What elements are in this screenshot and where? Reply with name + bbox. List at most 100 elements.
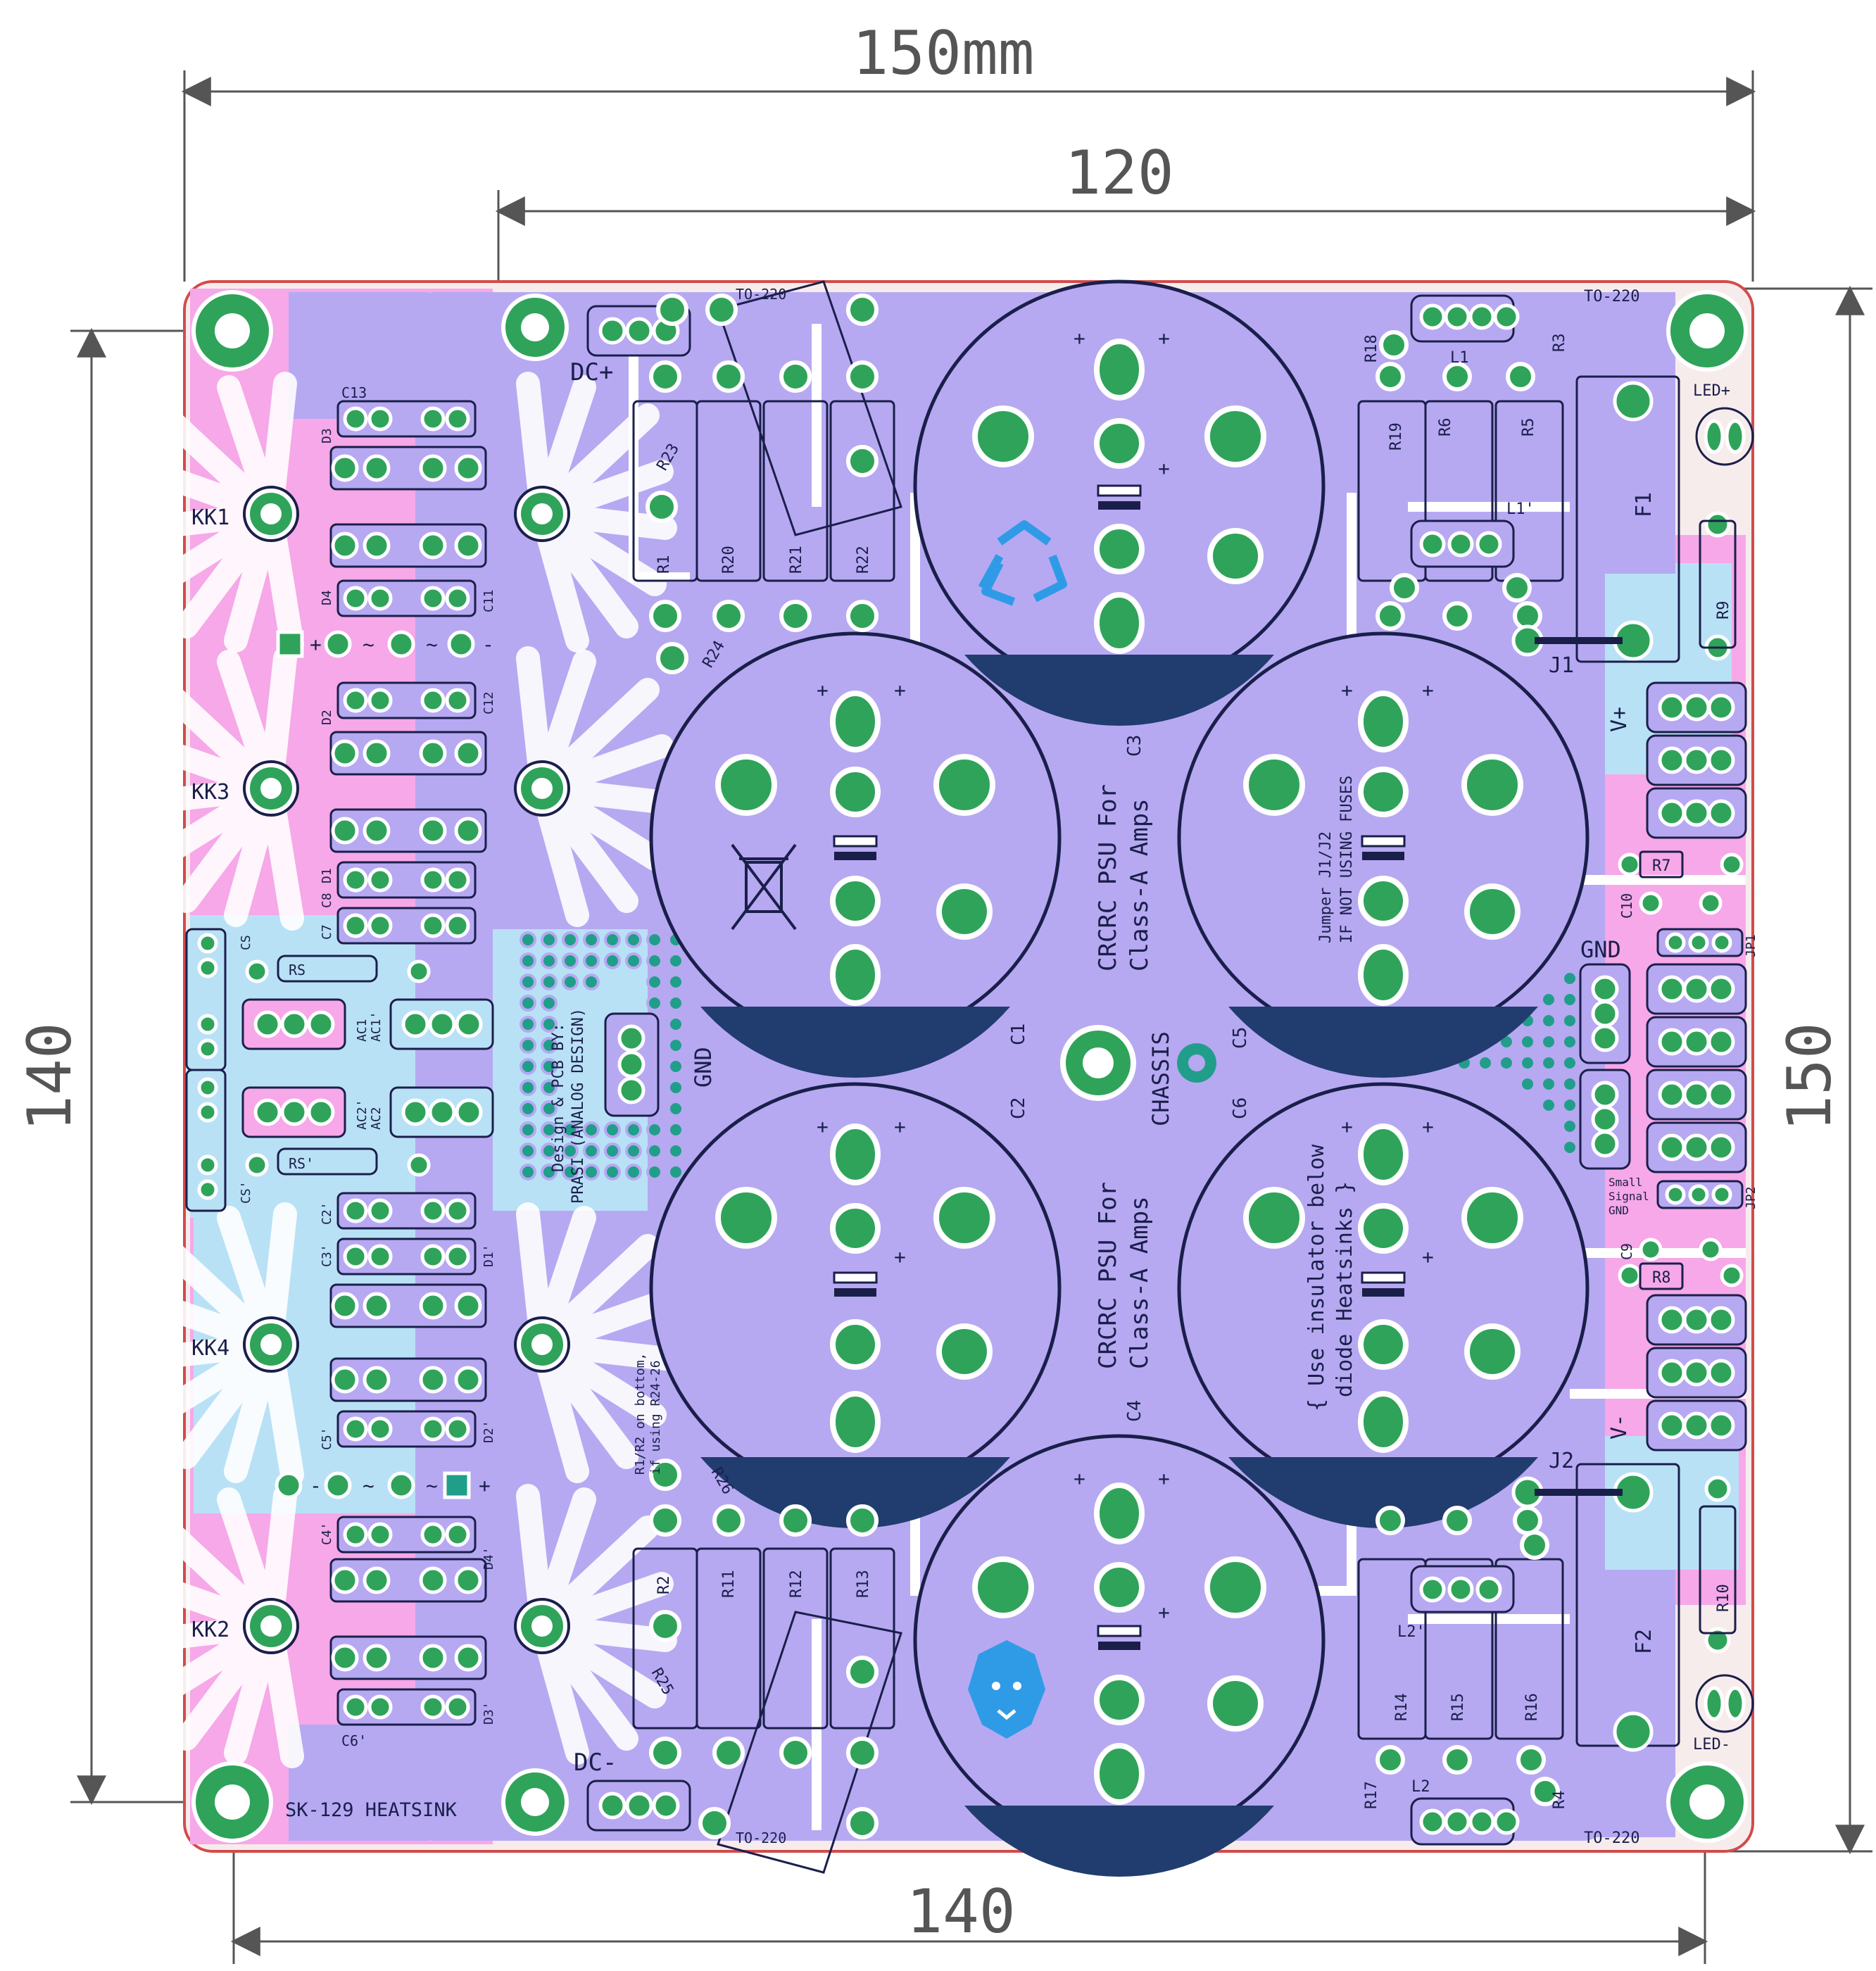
label-r8: R8 bbox=[1652, 1269, 1671, 1287]
label-f1: F1 bbox=[1632, 492, 1656, 517]
label-cs-prime: CS' bbox=[239, 1180, 253, 1204]
label-r7: R7 bbox=[1652, 857, 1671, 875]
label-r12: R12 bbox=[788, 1570, 805, 1598]
dimension-top-outer: 150mm bbox=[852, 18, 1035, 89]
label-to220-top-right: TO-220 bbox=[1584, 288, 1639, 306]
waste-bin-icon bbox=[731, 843, 797, 931]
label-r2: R2 bbox=[655, 1576, 673, 1595]
jumper-wires bbox=[1535, 637, 1623, 1496]
label-gnd-center: GND bbox=[690, 1047, 717, 1088]
label-r9: R9 bbox=[1715, 601, 1732, 620]
label-c11: C11 bbox=[481, 589, 496, 612]
label-to220-top: TO-220 bbox=[736, 286, 786, 303]
big-capacitor-c2 bbox=[649, 1082, 1062, 1529]
label-rs: RS bbox=[289, 962, 306, 978]
label-r16: R16 bbox=[1523, 1693, 1541, 1721]
label-small-signal-3: GND bbox=[1609, 1204, 1629, 1217]
label-led-plus: LED+ bbox=[1693, 382, 1730, 400]
heatsink-kk4 bbox=[148, 1214, 665, 1475]
label-cs: CS bbox=[239, 935, 253, 950]
label-r3: R3 bbox=[1551, 334, 1568, 353]
label-d3-prime: D3' bbox=[481, 1701, 496, 1725]
heatsink-kk3 bbox=[148, 658, 665, 919]
mounting-holes bbox=[191, 290, 1748, 1843]
label-kk3: KK3 bbox=[191, 780, 229, 805]
label-rs-prime: RS' bbox=[289, 1155, 314, 1172]
label-c3: C3 bbox=[1124, 735, 1145, 757]
big-capacitor-c4 bbox=[913, 1434, 1326, 1877]
label-ac2-prime: AC2' bbox=[355, 1100, 370, 1130]
label-r18: R18 bbox=[1363, 334, 1380, 363]
label-c2: C2 bbox=[1008, 1097, 1029, 1119]
label-v-plus: V+ bbox=[1607, 707, 1632, 732]
label-r13: R13 bbox=[855, 1570, 872, 1598]
mark-tilde-rectifier-top-1: ~ bbox=[363, 633, 374, 656]
dimension-left: 140 bbox=[15, 1022, 85, 1131]
mark-plus-c3-c: + bbox=[1158, 457, 1170, 480]
mark-plus-c6-a: + bbox=[1341, 1115, 1353, 1138]
mark-plus-c4-b: + bbox=[1158, 1467, 1170, 1490]
jumper-note-line2: IF NOT USING FUSES bbox=[1338, 776, 1356, 943]
mark-plus-c2-a: + bbox=[817, 1115, 829, 1138]
label-c6-prime: C6' bbox=[341, 1732, 367, 1749]
led-outlines bbox=[1639, 407, 1754, 1733]
credit-line2: PRASI (ANALOG DESIGN) bbox=[569, 1008, 587, 1204]
mark-plus-c6-b: + bbox=[1422, 1115, 1434, 1138]
label-c3-prime: C3' bbox=[320, 1244, 334, 1267]
label-r22: R22 bbox=[855, 546, 872, 574]
resistor-bodies bbox=[632, 280, 1680, 1874]
label-c5: C5 bbox=[1230, 1027, 1251, 1049]
label-c4-prime: C4' bbox=[320, 1522, 334, 1545]
label-heatsink-model: SK-129 HEATSINK bbox=[285, 1799, 458, 1821]
label-j2: J2 bbox=[1549, 1449, 1574, 1473]
dimension-bottom: 140 bbox=[906, 1877, 1015, 1947]
label-jp1: JP1 bbox=[1744, 934, 1758, 957]
label-c9: C9 bbox=[1618, 1243, 1635, 1260]
label-chassis: CHASSIS bbox=[1147, 1031, 1174, 1126]
mark-plus-c3-b: + bbox=[1158, 327, 1170, 350]
label-to220-bottom-right: TO-220 bbox=[1584, 1830, 1639, 1847]
mark-tilde-rectifier-bottom-2: ~ bbox=[426, 1474, 438, 1497]
dc-connectors bbox=[586, 305, 691, 1832]
label-kk2: KK2 bbox=[191, 1618, 229, 1642]
label-small-signal-2: Signal bbox=[1609, 1190, 1649, 1203]
label-c1: C1 bbox=[1008, 1024, 1029, 1045]
label-dc-plus: DC+ bbox=[570, 358, 613, 386]
big-capacitor-c6-right bbox=[1177, 1082, 1589, 1529]
label-l1: L1 bbox=[1450, 349, 1469, 367]
label-c5-prime: C5' bbox=[320, 1427, 334, 1450]
dimension-top-inner: 120 bbox=[1064, 138, 1173, 208]
mark-plus-c2-c: + bbox=[894, 1245, 906, 1268]
dimension-right: 150 bbox=[1775, 1022, 1845, 1131]
label-r1: R1 bbox=[655, 555, 673, 574]
insulator-note-line1: { Use insulator below bbox=[1304, 1144, 1329, 1411]
mark-minus-rectifier-top: - bbox=[482, 633, 494, 656]
label-ac1-prime: AC1' bbox=[369, 1012, 384, 1042]
mark-plus-rectifier-bottom: + bbox=[479, 1474, 491, 1497]
r1r2-note-line1: R1/R2 on bottom, bbox=[633, 1353, 648, 1475]
label-ac2: AC2 bbox=[369, 1107, 384, 1130]
label-v-minus: V- bbox=[1607, 1414, 1632, 1440]
title-bottom-line2: Class-A Amps bbox=[1126, 1196, 1154, 1369]
heatsink-kk2 bbox=[148, 1496, 665, 1756]
label-kk4: KK4 bbox=[191, 1336, 229, 1361]
proto-pad-grid-left bbox=[520, 931, 684, 1180]
jumper-note-line1: Jumper J1/J2 bbox=[1317, 831, 1335, 943]
label-ac1: AC1 bbox=[355, 1019, 370, 1042]
label-c10: C10 bbox=[1618, 893, 1635, 919]
label-to220-bottom: TO-220 bbox=[736, 1830, 786, 1846]
title-top-line1: CRCRC PSU For bbox=[1094, 784, 1122, 971]
mark-plus-c1-a: + bbox=[817, 679, 829, 702]
lion-logo-icon bbox=[968, 1640, 1045, 1739]
mark-tilde-rectifier-bottom-1: ~ bbox=[363, 1474, 374, 1497]
label-r15: R15 bbox=[1449, 1693, 1467, 1721]
big-capacitor-c5-right bbox=[1177, 631, 1589, 1078]
credit-line1: Design & PCB BY: bbox=[550, 1023, 567, 1172]
mark-plus-rectifier-top: + bbox=[310, 633, 322, 656]
label-d1: D1 bbox=[320, 868, 334, 883]
label-d2: D2 bbox=[320, 710, 334, 725]
label-d4-prime: D4' bbox=[481, 1547, 496, 1570]
label-c8: C8 bbox=[320, 893, 334, 908]
mark-plus-c4-c: + bbox=[1158, 1601, 1170, 1624]
